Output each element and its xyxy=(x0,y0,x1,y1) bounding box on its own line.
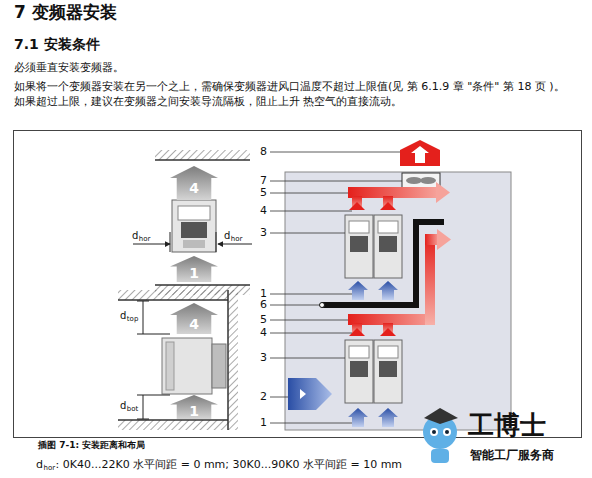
subscript: bot xyxy=(127,405,138,413)
figure-caption: 插图 7-1: 安装距离和布局 xyxy=(38,440,145,451)
callout-number: 5 xyxy=(259,313,268,326)
callout-number: 3 xyxy=(259,351,268,364)
outlet-airflow-arrow: 4 xyxy=(170,303,218,334)
inlet-airflow-arrow: 1 xyxy=(170,395,218,419)
dimension-label: d xyxy=(132,230,138,242)
airflow-number: 1 xyxy=(170,403,218,419)
callout-number: 2 xyxy=(259,390,268,403)
subscript: top xyxy=(127,315,138,323)
dimension-label: d xyxy=(224,230,230,242)
callout-number: 8 xyxy=(259,145,268,158)
airflow-number: 4 xyxy=(170,316,218,332)
chapter-title: 7 变频器安装 xyxy=(14,2,117,22)
spacing-note: : 0K40...22K0 水平间距 = 0 mm; 30K0...90K0 水… xyxy=(56,458,402,471)
airflow-number: 1 xyxy=(170,265,218,281)
callout-number: 5 xyxy=(259,186,268,199)
inlet-airflow-arrow: 1 xyxy=(170,256,218,282)
spacing-note: d xyxy=(36,458,43,471)
callout-number: 4 xyxy=(259,326,268,339)
subscript: hor xyxy=(139,235,151,243)
subscript: hor xyxy=(43,464,55,472)
body-text: 如果将一个变频器安装在另一个之上，需确保变频器进风口温度不超过上限值(见 第 6… xyxy=(14,79,574,109)
callout-number: 1 xyxy=(259,416,268,429)
section-heading: 7.1 安装条件 xyxy=(14,36,100,53)
watermark-brand: 工博士 xyxy=(468,410,546,441)
watermark-slogan: 智能工厂服务商 xyxy=(470,448,554,462)
outlet-airflow-arrow: 4 xyxy=(170,166,218,200)
callout-number: 6 xyxy=(259,298,268,311)
dimension-label: d xyxy=(120,310,126,322)
dimension-label: d xyxy=(120,400,126,412)
callout-number: 4 xyxy=(259,204,268,217)
body-text: 必须垂直安装变频器。 xyxy=(14,61,124,74)
subscript: hor xyxy=(231,235,243,243)
airflow-number: 4 xyxy=(170,180,218,196)
callout-number: 3 xyxy=(259,226,268,239)
